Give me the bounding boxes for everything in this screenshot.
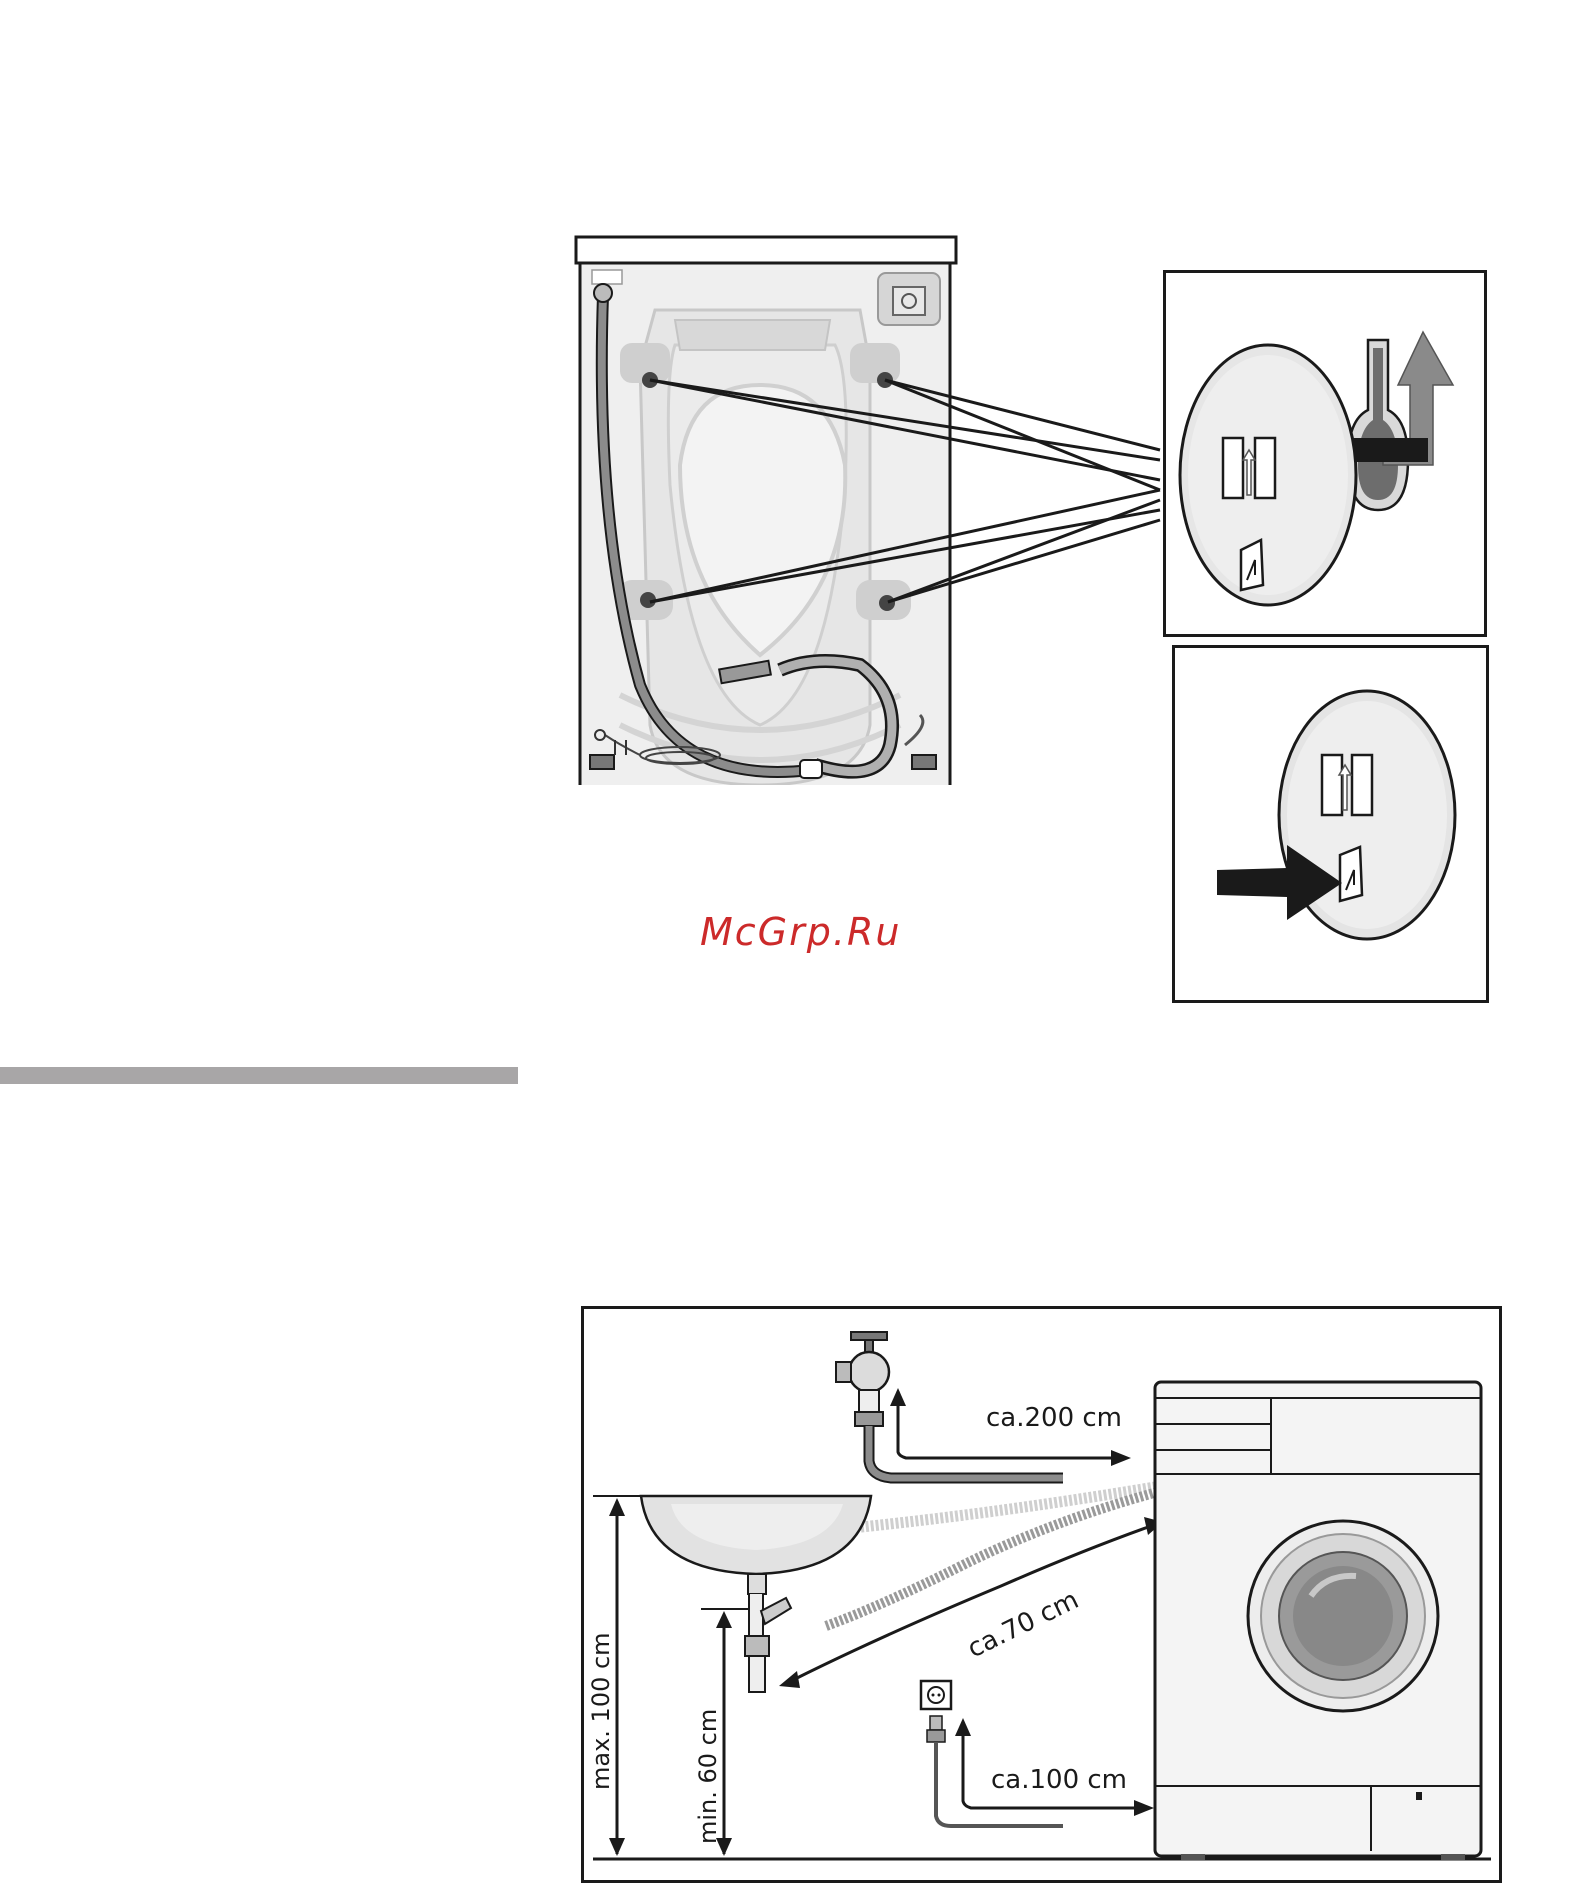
cover-cap-icon	[1180, 345, 1356, 605]
max-height-label: max. 100 cm	[587, 1632, 615, 1790]
plug-icon	[927, 1716, 945, 1742]
detail-insert-cover	[1172, 645, 1489, 1003]
socket-distance-label: ca.100 cm	[991, 1765, 1127, 1795]
watermark: McGrp.Ru	[700, 910, 901, 954]
installation-diagram: ca.200 cm ca.70 cm max. 100 cm min. 60 c…	[581, 1306, 1502, 1884]
front-loader-washer	[1155, 1382, 1481, 1860]
tap-distance-label: ca.200 cm	[986, 1403, 1122, 1433]
section-divider	[0, 1067, 518, 1084]
min-height-label: min. 60 cm	[694, 1709, 722, 1844]
callout-lines	[640, 340, 1180, 640]
detail-remove-cover	[1163, 270, 1487, 637]
socket-icon	[921, 1681, 951, 1709]
